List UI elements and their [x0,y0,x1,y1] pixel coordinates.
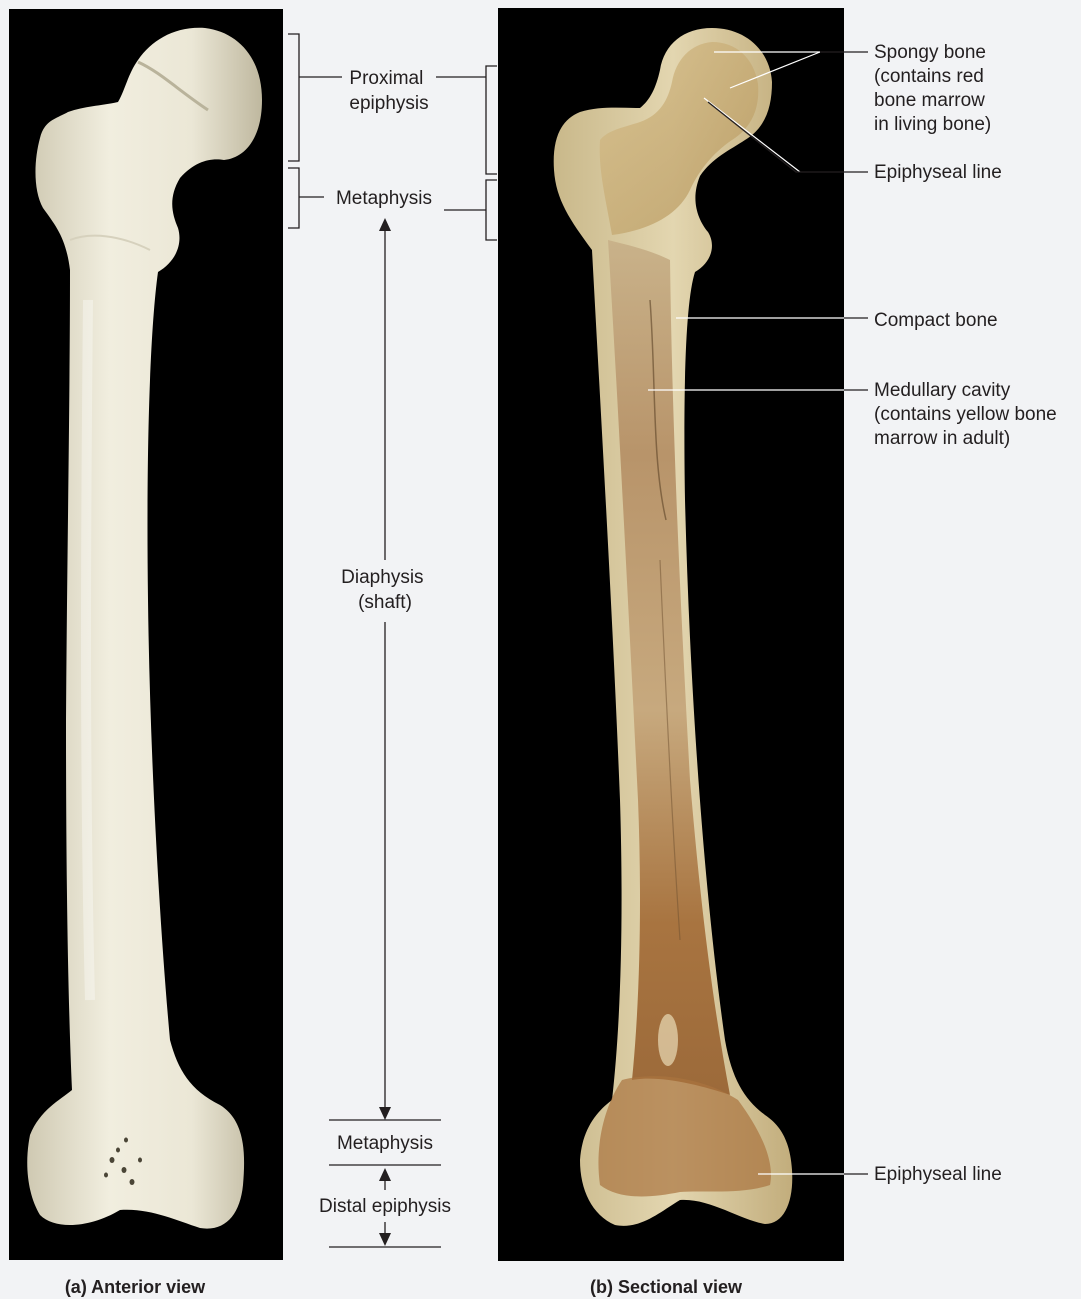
spongy-bone-label: Spongy bone (contains red bone marrow in… [874,42,991,135]
sectional-view-panel [498,8,844,1261]
sectional-view-caption: (b) Sectional view [590,1277,743,1297]
epiphyseal-line-bottom-label: Epiphyseal line [874,1164,1002,1185]
arrow-up-icon [379,1168,391,1181]
diaphysis-label-group: Diaphysis (shaft) [341,218,429,1120]
arrow-down-icon [379,1107,391,1120]
metaphysis-bottom-label: Metaphysis [337,1133,433,1154]
metaphysis-bracket-left [288,168,299,228]
metaphysis-top-label: Metaphysis [336,188,432,209]
diaphysis-label: Diaphysis (shaft) [341,567,429,613]
marrow-highlight [658,1014,678,1066]
metaphysis-bracket-right [486,180,497,240]
proximal-epiphysis-label-group: Proximal epiphysis [288,34,497,174]
arrow-up-icon [379,218,391,231]
arrow-down-icon [379,1233,391,1246]
proximal-epiphysis-bracket-left [288,34,299,161]
metaphysis-top-label-group: Metaphysis [288,168,497,240]
anterior-view-panel [9,9,283,1260]
proximal-epiphysis-label: Proximal epiphysis [349,68,428,114]
medullary-cavity-label: Medullary cavity (contains yellow bone m… [874,380,1062,449]
anterior-view-caption: (a) Anterior view [65,1277,206,1297]
distal-epiphysis-label: Distal epiphysis [319,1196,451,1217]
epiphyseal-line-top-label: Epiphyseal line [874,162,1002,183]
proximal-epiphysis-bracket-right [486,66,497,174]
shaft-highlight [86,300,90,1000]
distal-labels-group: Metaphysis Distal epiphysis [319,1120,451,1247]
compact-bone-label: Compact bone [874,310,998,331]
